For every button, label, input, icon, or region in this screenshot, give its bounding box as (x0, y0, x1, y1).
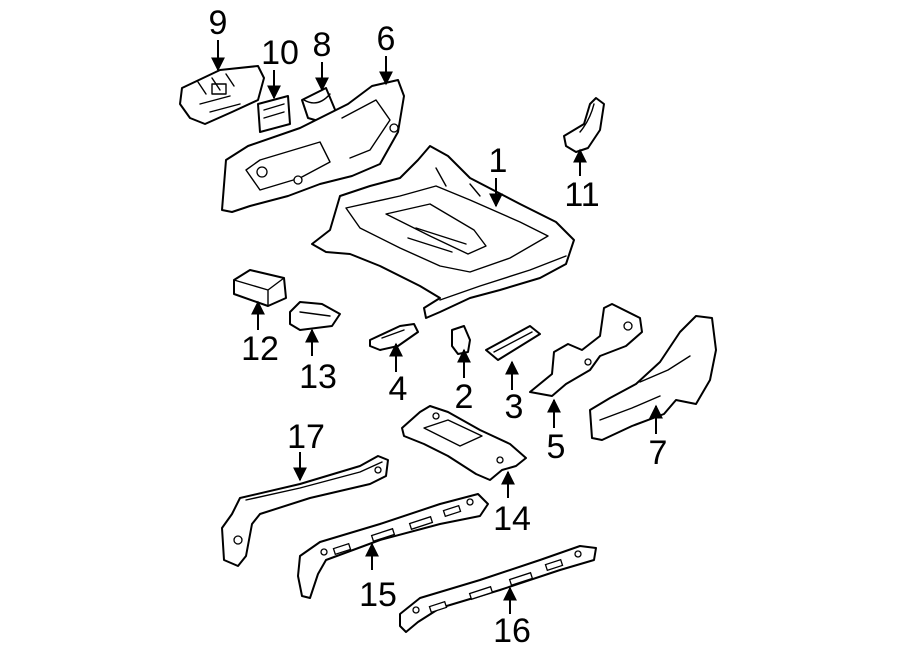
part-2-clip (451, 325, 471, 355)
callout-2: 2 (455, 378, 474, 416)
part-7-outer-shield (589, 315, 717, 441)
callout-11: 11 (564, 176, 599, 214)
callout-16: 16 (493, 612, 531, 650)
callout-13: 13 (299, 358, 337, 396)
part-11-handle (563, 97, 605, 153)
callout-10: 10 (261, 34, 299, 72)
part-14-base-pan (401, 405, 527, 481)
callout-4: 4 (389, 370, 408, 408)
callout-17: 17 (287, 418, 325, 456)
callout-3: 3 (505, 388, 524, 426)
callout-15: 15 (359, 576, 397, 614)
part-17-front-rail (221, 455, 389, 567)
callout-7: 7 (649, 434, 668, 472)
leader-arrows (211, 40, 663, 614)
part-15-lower-track (297, 493, 489, 599)
callout-labels: 9 10 8 6 11 1 12 13 4 2 3 5 7 17 14 15 1… (209, 4, 668, 650)
callout-5: 5 (547, 428, 566, 466)
part-13-switch-bezel (289, 301, 341, 331)
part-6-side-shield (221, 79, 405, 213)
part-12-switch (233, 269, 287, 307)
part-1-seat-frame (311, 145, 575, 319)
callout-8: 8 (313, 26, 332, 64)
callout-6: 6 (377, 20, 396, 58)
part-5-recliner (529, 303, 643, 397)
part-10-module (257, 95, 291, 133)
callout-9: 9 (209, 4, 228, 42)
part-16-lower-track (399, 545, 597, 633)
part-4-bracket (369, 323, 419, 351)
callout-12: 12 (241, 330, 279, 368)
callout-1: 1 (489, 142, 508, 180)
part-9-motor-cover (179, 65, 265, 125)
part-3-cover (485, 325, 541, 361)
callout-14: 14 (493, 500, 531, 538)
